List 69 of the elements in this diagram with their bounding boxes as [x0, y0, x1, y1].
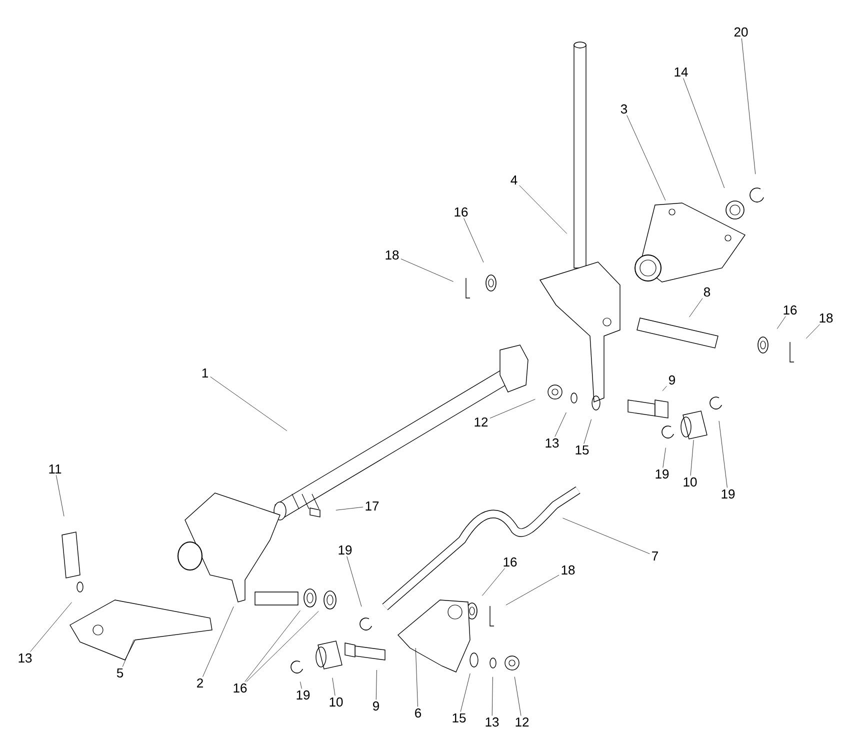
leader-line	[492, 676, 493, 716]
leader-line	[806, 324, 820, 339]
callout-number: 2	[197, 678, 203, 688]
leader-line	[376, 670, 377, 700]
callout-number: 5	[116, 668, 124, 678]
callout-number: 18	[386, 250, 399, 260]
callout-number: 16	[784, 305, 797, 315]
callout-number: 13	[18, 653, 32, 663]
callout-number: 12	[516, 717, 529, 727]
leader-line	[346, 556, 362, 607]
leader-line	[246, 611, 319, 682]
callout-number: 13	[486, 717, 499, 727]
callout-number: 7	[652, 552, 658, 560]
leader-line	[490, 399, 536, 418]
leader-line	[460, 673, 470, 712]
callout-number: 16	[504, 557, 517, 567]
leader-line	[122, 640, 134, 667]
callout-number: 18	[562, 565, 575, 575]
leader-line	[662, 386, 667, 392]
leader-line	[506, 574, 560, 606]
leader-line	[689, 298, 703, 318]
leader-line	[718, 420, 728, 488]
leader-line	[741, 38, 756, 174]
leader-line	[584, 419, 592, 444]
leader-line	[626, 115, 666, 201]
callout-number: 19	[338, 545, 352, 555]
callout-number: 1	[202, 368, 208, 378]
callout-number: 16	[454, 207, 468, 217]
callout-number: 4	[510, 176, 518, 184]
leader-line	[514, 676, 522, 716]
callout-number: 10	[684, 477, 697, 487]
leader-line	[482, 568, 505, 596]
leader-line	[683, 78, 725, 188]
leader-line	[519, 185, 567, 234]
callout-number: 14	[674, 68, 688, 76]
leader-line	[56, 474, 64, 516]
callout-number: 3	[620, 104, 628, 114]
callout-number: 13	[546, 438, 559, 448]
leader-line	[202, 606, 234, 677]
callout-number: 19	[656, 469, 669, 479]
leader-line	[400, 258, 454, 282]
callout-number: 16	[234, 683, 247, 693]
callout-number: 19	[296, 690, 310, 700]
leader-line	[776, 316, 786, 329]
callout-number: 15	[452, 713, 466, 723]
callout-number: 17	[366, 502, 379, 510]
callout-number: 9	[669, 375, 675, 385]
callout-number: 15	[576, 445, 589, 455]
leader-line	[690, 440, 694, 476]
leader-line	[332, 678, 336, 696]
leader-line	[554, 412, 566, 437]
leader-line	[336, 506, 364, 510]
leader-line	[464, 218, 484, 263]
leader-line	[662, 448, 666, 468]
callout-number: 19	[722, 489, 735, 499]
callout-number: 11	[49, 464, 62, 474]
leader-line	[30, 602, 72, 652]
leader-line	[415, 648, 418, 707]
leader-line	[210, 376, 288, 431]
callout-number: 8	[704, 287, 710, 297]
callout-number: 9	[373, 701, 379, 711]
leader-line	[300, 682, 302, 689]
leader-line	[244, 610, 300, 682]
callout-number: 10	[330, 697, 343, 707]
leader-line	[562, 518, 650, 554]
callout-number: 12	[474, 417, 488, 427]
callout-number: 18	[820, 313, 833, 323]
callout-number: 6	[415, 708, 422, 718]
callout-number: 20	[734, 27, 748, 37]
